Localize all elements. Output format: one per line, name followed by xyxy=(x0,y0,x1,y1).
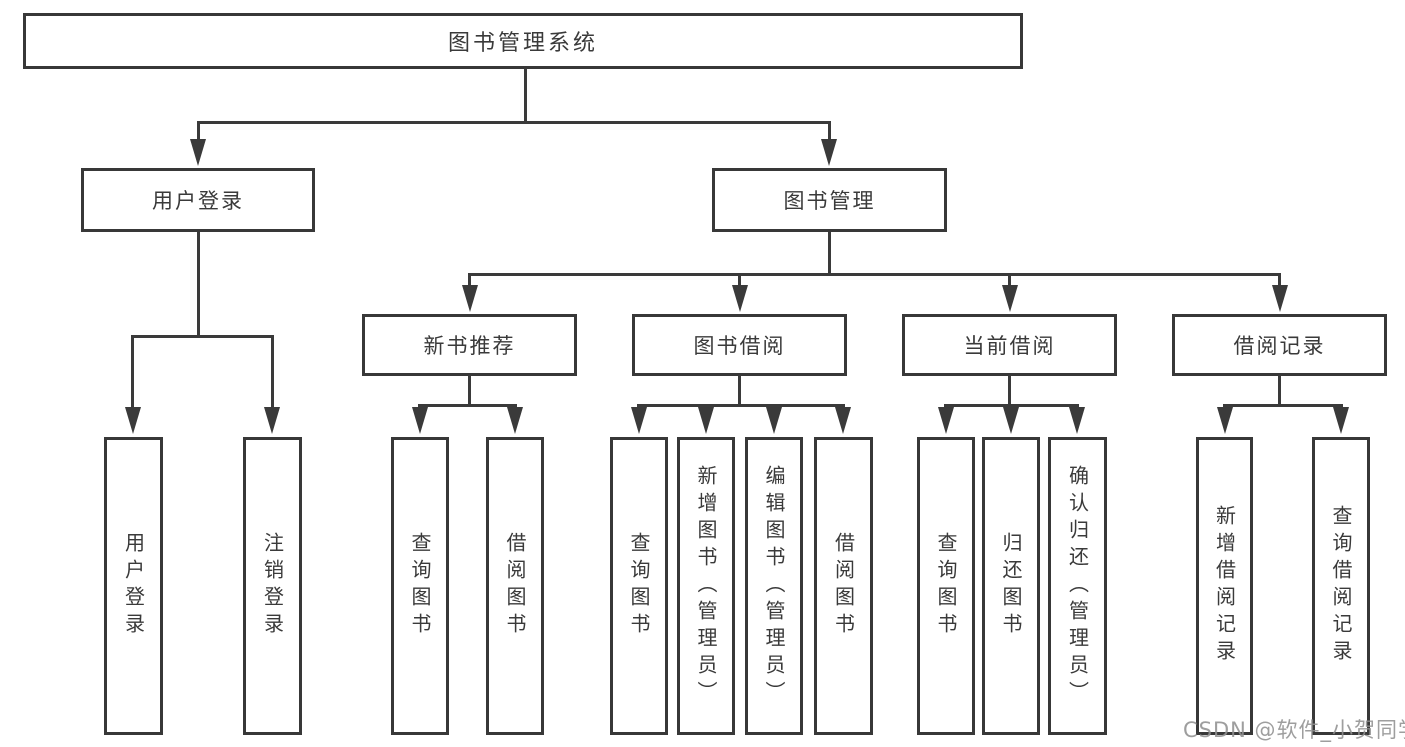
arrow-down-icon xyxy=(507,407,523,434)
arrow-down-icon xyxy=(821,139,837,166)
arrow-down-icon xyxy=(125,407,141,434)
node-current-borrow: 当前借阅 xyxy=(902,314,1117,376)
arrow-down-icon xyxy=(1002,285,1018,312)
leaf-recommend-borrow-books: 借阅图书 xyxy=(486,437,544,735)
connector-line xyxy=(271,335,274,409)
connector-line xyxy=(1278,375,1281,407)
arrow-down-icon xyxy=(1272,285,1288,312)
connector-line xyxy=(828,232,831,276)
node-book-borrow: 图书借阅 xyxy=(632,314,847,376)
leaf-borrow-add-books-admin: 新增图书（管理员） xyxy=(677,437,735,735)
leaf-user-login: 用户登录 xyxy=(104,437,163,735)
arrow-down-icon xyxy=(1217,407,1233,434)
connector-line xyxy=(418,404,517,407)
connector-line xyxy=(131,335,134,409)
connector-line xyxy=(131,335,274,338)
watermark: CSDN @软件_小贺同学 xyxy=(1183,718,1405,742)
arrow-down-icon xyxy=(462,285,478,312)
arrow-down-icon xyxy=(835,407,851,434)
leaf-borrow-query-books: 查询图书 xyxy=(610,437,668,735)
leaf-current-confirm-return-admin: 确认归还（管理员） xyxy=(1048,437,1107,735)
leaf-records-add-record: 新增借阅记录 xyxy=(1196,437,1253,735)
connector-line xyxy=(828,121,831,143)
leaf-recommend-query-books: 查询图书 xyxy=(391,437,449,735)
connector-line xyxy=(197,121,200,143)
arrow-down-icon xyxy=(938,407,954,434)
node-user-login: 用户登录 xyxy=(81,168,315,232)
connector-line xyxy=(1278,273,1281,289)
arrow-down-icon xyxy=(1003,407,1019,434)
arrow-down-icon xyxy=(698,407,714,434)
connector-line xyxy=(468,273,471,289)
arrow-down-icon xyxy=(732,285,748,312)
connector-line xyxy=(197,232,200,338)
arrow-down-icon xyxy=(264,407,280,434)
arrow-down-icon xyxy=(412,407,428,434)
connector-line xyxy=(738,273,741,289)
connector-line xyxy=(468,375,471,407)
arrow-down-icon xyxy=(1333,407,1349,434)
connector-line xyxy=(197,121,831,124)
connector-line xyxy=(738,375,741,407)
node-borrow-records: 借阅记录 xyxy=(1172,314,1387,376)
arrow-down-icon xyxy=(766,407,782,434)
leaf-current-return-books: 归还图书 xyxy=(982,437,1040,735)
arrow-down-icon xyxy=(631,407,647,434)
connector-line xyxy=(468,273,1281,276)
leaf-logout: 注销登录 xyxy=(243,437,302,735)
node-root: 图书管理系统 xyxy=(23,13,1023,69)
leaf-current-query-books: 查询图书 xyxy=(917,437,975,735)
leaf-records-query-record: 查询借阅记录 xyxy=(1312,437,1370,735)
connector-line xyxy=(1008,273,1011,289)
node-book-management: 图书管理 xyxy=(712,168,947,232)
arrow-down-icon xyxy=(190,139,206,166)
node-new-book-recommend: 新书推荐 xyxy=(362,314,577,376)
connector-line xyxy=(524,68,527,124)
leaf-borrow-edit-books-admin: 编辑图书（管理员） xyxy=(745,437,803,735)
connector-line xyxy=(637,404,845,407)
arrow-down-icon xyxy=(1069,407,1085,434)
connector-line xyxy=(944,404,1079,407)
connector-line xyxy=(1008,375,1011,407)
leaf-borrow-borrow-books: 借阅图书 xyxy=(814,437,873,735)
connector-line xyxy=(1223,404,1343,407)
